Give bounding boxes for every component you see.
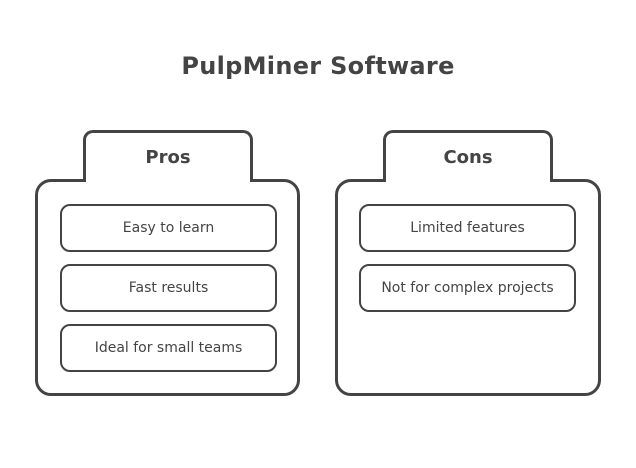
pros-item: Ideal for small teams (60, 324, 277, 372)
pros-item-label: Easy to learn (122, 220, 215, 236)
pros-item: Easy to learn (60, 204, 277, 252)
cons-header-label: Cons (443, 147, 493, 168)
cons-item-label: Not for complex projects (381, 280, 554, 296)
cons-header: Cons (383, 130, 553, 182)
cons-item: Not for complex projects (359, 264, 576, 312)
pros-header-label: Pros (145, 147, 191, 168)
diagram-title: PulpMiner Software (181, 52, 455, 80)
pros-header: Pros (83, 130, 253, 182)
pros-item-label: Fast results (128, 280, 209, 296)
pros-item: Fast results (60, 264, 277, 312)
cons-item-label: Limited features (410, 220, 525, 236)
cons-item: Limited features (359, 204, 576, 252)
pros-item-label: Ideal for small teams (94, 340, 243, 356)
